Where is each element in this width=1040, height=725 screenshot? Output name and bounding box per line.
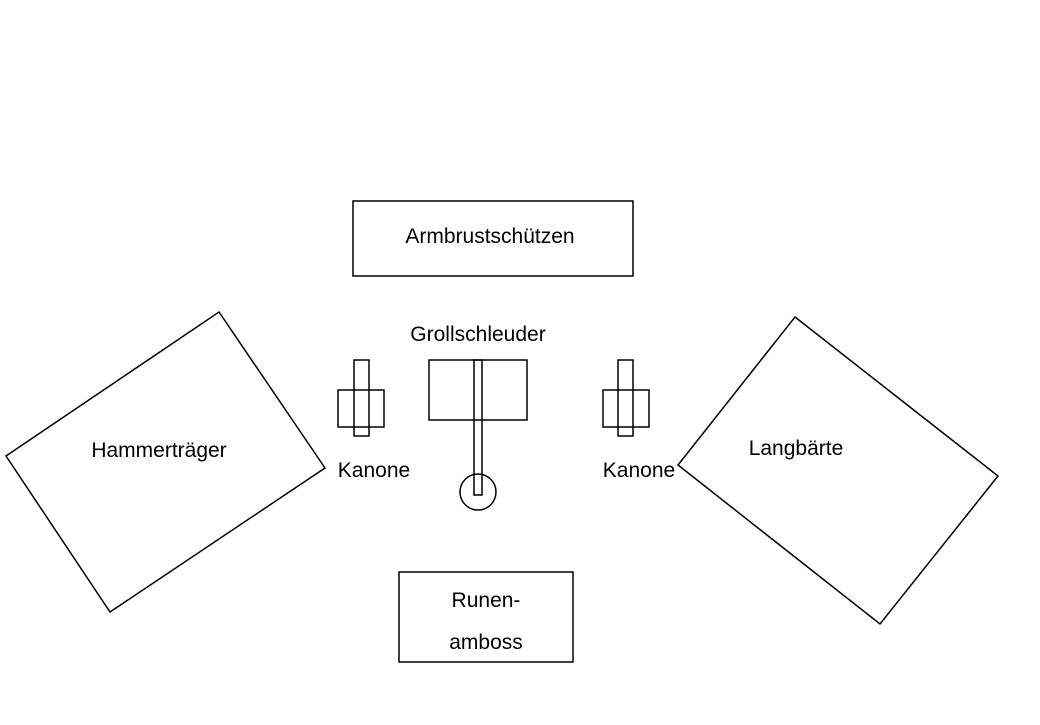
grudge-thrower-arm [473,359,483,496]
hammerers-block [4,310,327,614]
rune-anvil-block [398,571,574,663]
grudge-thrower-wheel [459,473,497,511]
crossbowmen-label: Armbrustschützen [405,225,574,248]
longbeards-label: Langbärte [749,437,844,460]
rune-anvil-label-line2: amboss [449,631,523,654]
cannon-right-label: Kanone [603,459,675,482]
grudge-thrower-body [428,359,528,421]
crossbowmen-block [352,200,634,277]
longbeards-block [676,315,1000,626]
cannon-left-carriage [337,389,385,428]
cannon-left-barrel [353,359,370,437]
hammerers-label: Hammerträger [91,439,226,462]
cannon-left-label: Kanone [338,459,410,482]
grudge-thrower-label: Grollschleuder [410,323,545,346]
rune-anvil-label-line1: Runen- [452,589,521,612]
cannon-right-carriage [602,389,650,428]
cannon-right-barrel [617,359,634,437]
